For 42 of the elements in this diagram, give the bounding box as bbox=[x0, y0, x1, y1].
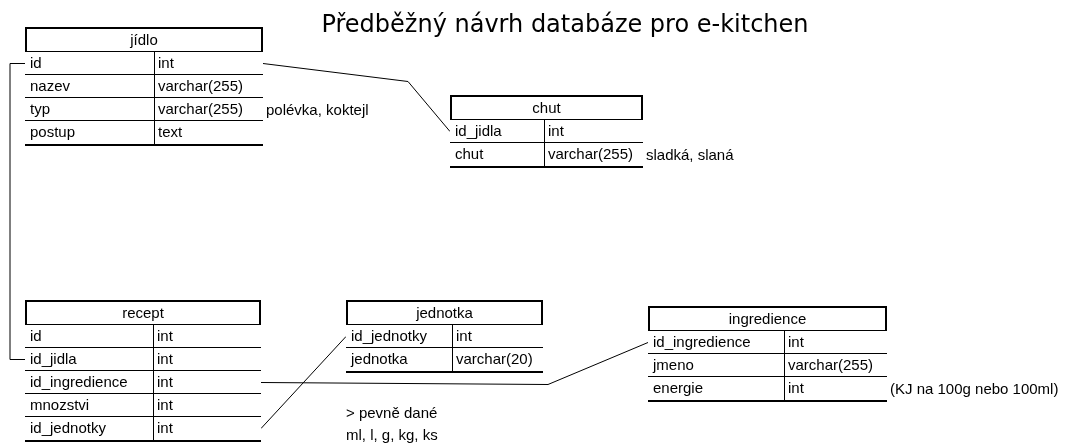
field-name: id_ingredience bbox=[25, 371, 154, 393]
field-type: int bbox=[156, 418, 173, 438]
field-note: sladká, slaná bbox=[646, 145, 734, 164]
field-type: text bbox=[157, 122, 183, 142]
field-name: jednotka bbox=[346, 348, 453, 371]
field-name: postup bbox=[25, 121, 155, 144]
diagram-title: Předběžný návrh databáze pro e-kitchen bbox=[320, 10, 810, 38]
field-name: id_jednotky bbox=[25, 417, 154, 440]
field-type: int bbox=[156, 349, 173, 369]
field-name: id_ingredience bbox=[648, 331, 785, 353]
field-name: typ bbox=[25, 98, 155, 120]
field-type: int bbox=[787, 332, 804, 352]
field-name: chut bbox=[450, 143, 545, 166]
note-text: > pevně dané bbox=[346, 404, 438, 422]
field-type: varchar(255) bbox=[547, 144, 634, 164]
field-type: int bbox=[156, 372, 173, 392]
connector-line bbox=[262, 63, 451, 132]
field-type: int bbox=[547, 121, 564, 141]
note-text: ml, l, g, kg, ks bbox=[346, 426, 438, 444]
field-name: id_jidla bbox=[450, 120, 545, 142]
field-type: varchar(20) bbox=[455, 349, 533, 369]
field-name: energie bbox=[648, 377, 785, 400]
connector-line bbox=[9, 63, 26, 360]
connector-line bbox=[260, 342, 649, 385]
field-type: int bbox=[455, 326, 472, 346]
field-type: int bbox=[787, 378, 804, 398]
field-name: nazev bbox=[25, 75, 155, 97]
field-type: varchar(255) bbox=[157, 76, 244, 96]
field-note: polévka, koktejl bbox=[266, 100, 369, 119]
field-note: (KJ na 100g nebo 100ml) bbox=[890, 379, 1059, 398]
field-name: id_jednotky bbox=[346, 325, 453, 347]
field-type: int bbox=[157, 53, 174, 73]
connector-line bbox=[260, 336, 347, 429]
field-name: id bbox=[25, 52, 155, 74]
field-name: id bbox=[25, 325, 154, 347]
field-name: id_jidla bbox=[25, 348, 154, 370]
field-name: jmeno bbox=[648, 354, 785, 376]
field-type: int bbox=[156, 395, 173, 415]
field-name: mnozstvi bbox=[25, 394, 154, 416]
field-type: int bbox=[156, 326, 173, 346]
field-type: varchar(255) bbox=[157, 99, 244, 119]
field-type: varchar(255) bbox=[787, 355, 874, 375]
